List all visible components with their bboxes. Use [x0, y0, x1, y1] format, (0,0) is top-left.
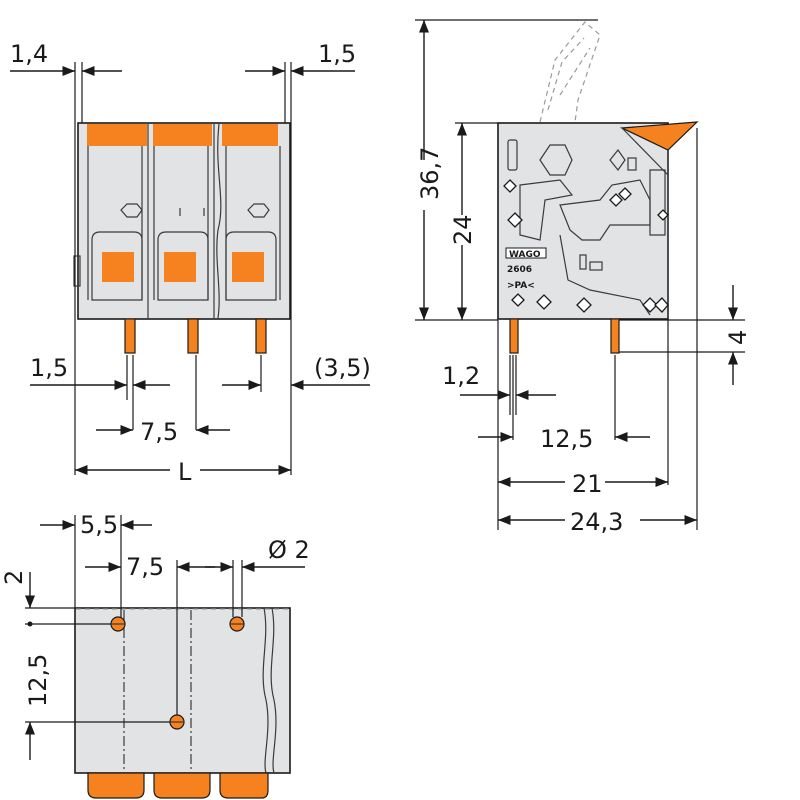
- wago-logo: [505, 247, 547, 259]
- dim-footprint-row-spacing: 12,5: [24, 654, 52, 707]
- material-mark: >PA<: [507, 281, 535, 291]
- front-window-3: [232, 252, 264, 282]
- front-view: 1,4 1,5 1,5 (3,5) 7,5 L: [10, 40, 371, 486]
- side-view: WAGO 2606 >PA< 36,7 24 4: [415, 19, 752, 536]
- front-lever-2: [153, 124, 212, 146]
- footprint-view: 5,5 7,5 Ø 2 2 12,5: [0, 511, 310, 799]
- dim-front-bottom-left: 1,5: [30, 354, 68, 382]
- footprint-body: [74, 607, 291, 774]
- side-lever: [619, 121, 699, 151]
- dim-front-top-left: 1,4: [10, 40, 48, 68]
- dim-front-top-right: 1,5: [318, 40, 356, 68]
- dim-side-body-height: 24: [449, 214, 477, 245]
- front-pin-1: [124, 318, 136, 354]
- front-window-2: [164, 252, 196, 282]
- dim-side-pin-spacing: 12,5: [540, 425, 593, 453]
- side-pin-1: [509, 318, 519, 354]
- footprint-lever-2: [153, 772, 211, 799]
- dim-side-total-height: 36,7: [416, 147, 444, 200]
- dim-front-pitch: 7,5: [140, 418, 178, 446]
- dim-front-length: L: [178, 458, 192, 486]
- dim-footprint-pitch: 7,5: [126, 553, 164, 581]
- dim-footprint-edge-offset: 5,5: [80, 511, 118, 539]
- part-number: 2606: [507, 265, 532, 275]
- front-lever-3: [222, 124, 278, 146]
- wago-logo-text: WAGO: [509, 250, 541, 260]
- dim-front-bottom-right: (3,5): [314, 354, 371, 382]
- side-pin-2: [610, 318, 620, 354]
- dim-side-pin-length: 4: [724, 330, 752, 345]
- front-pin-2: [187, 318, 199, 354]
- front-body: [77, 122, 291, 320]
- dim-side-pin-width: 1,2: [442, 362, 480, 390]
- front-lever-1: [87, 124, 147, 146]
- front-pin-3: [255, 318, 267, 354]
- dim-side-total-depth: 24,3: [570, 508, 623, 536]
- footprint-lever-3: [219, 772, 269, 799]
- front-window-1: [102, 252, 134, 282]
- dim-footprint-top-offset: 2: [0, 570, 28, 585]
- dim-footprint-hole-diameter: Ø 2: [268, 536, 310, 564]
- footprint-lever-1: [87, 772, 145, 799]
- dim-side-depth: 21: [572, 470, 603, 498]
